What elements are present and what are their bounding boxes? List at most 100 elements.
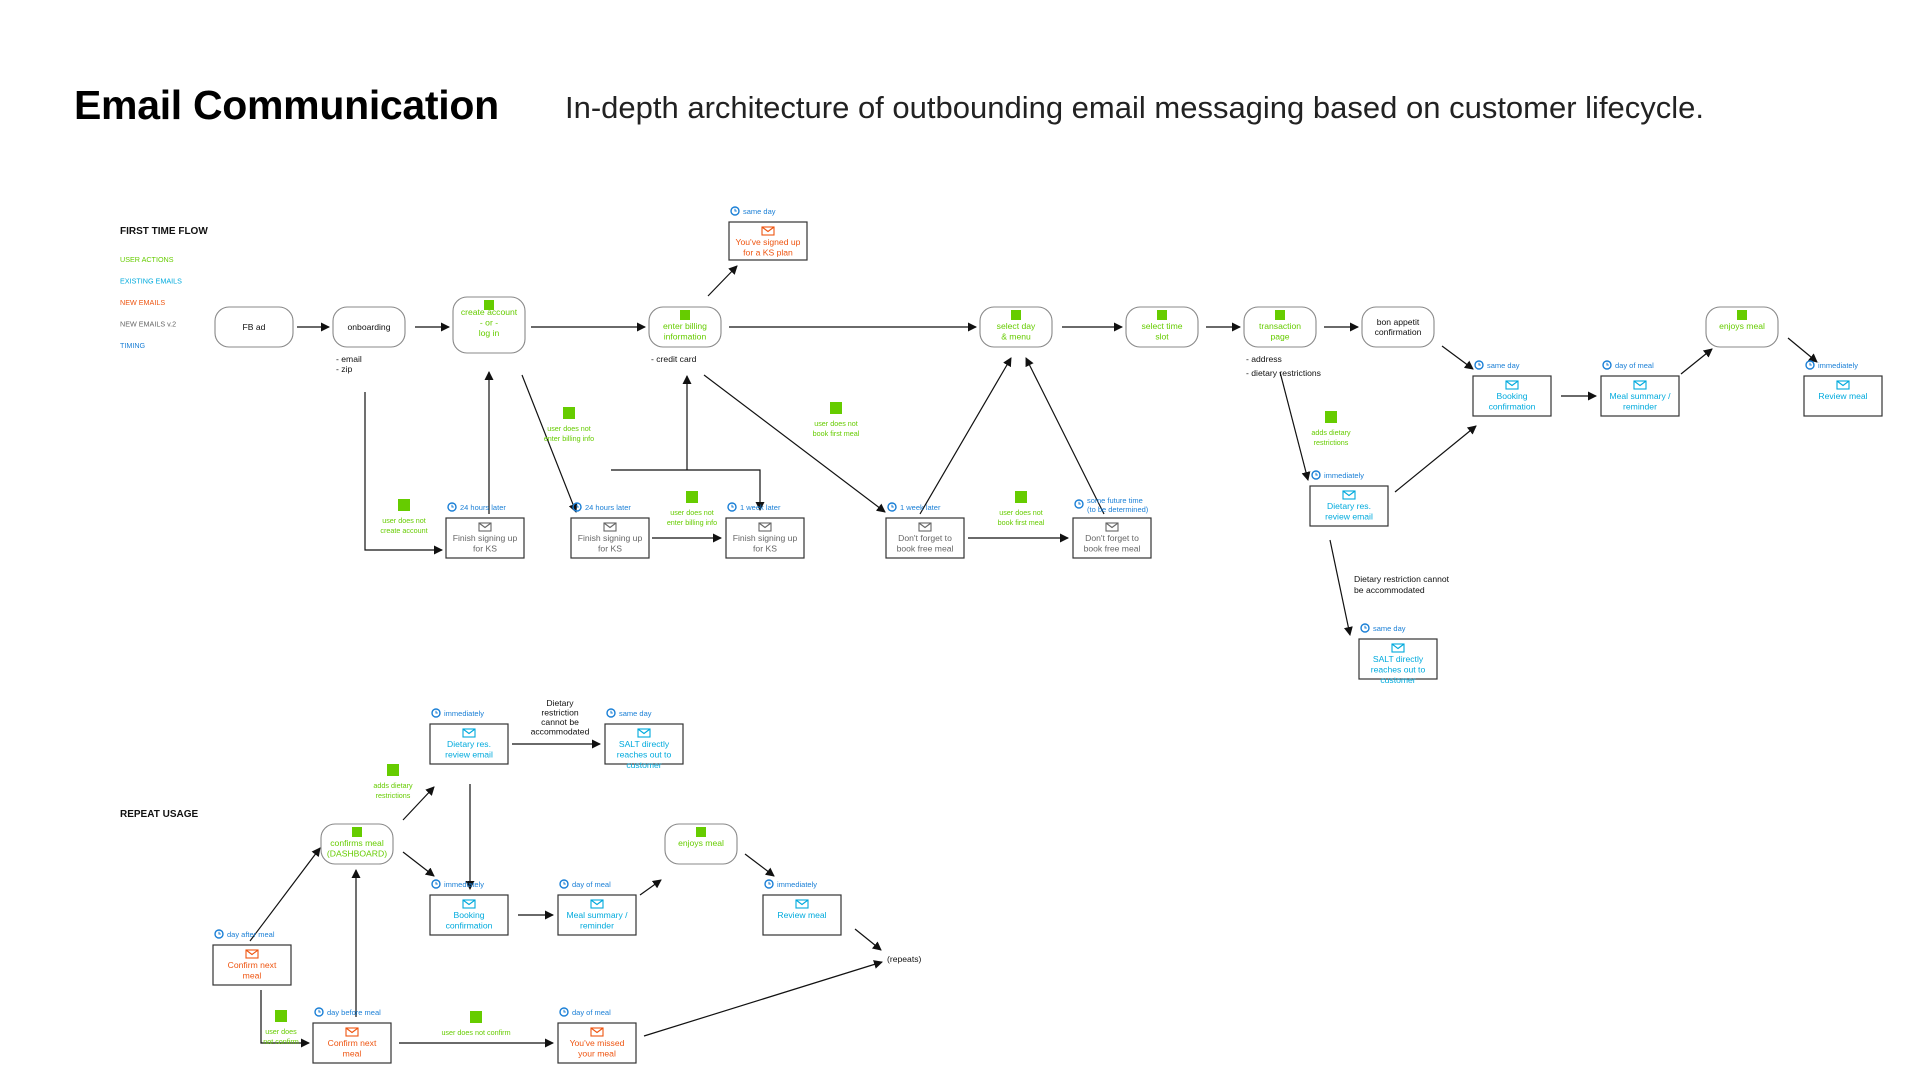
nodes-layer: FB ad onboarding create account- or -log i… xyxy=(120,206,1883,1064)
no-confirm-1-condition: user does xyxy=(265,1027,297,1036)
transaction-fields-note: - address xyxy=(1246,354,1282,364)
email-label: reaches out to xyxy=(1371,665,1426,675)
timing-label: day after meal xyxy=(227,930,275,939)
timing-label: same day xyxy=(743,207,776,216)
flow-arrow xyxy=(1329,539,1353,636)
email-box xyxy=(557,894,637,936)
step-shape xyxy=(1361,306,1435,348)
action-marker-icon xyxy=(696,827,706,837)
email-box xyxy=(570,517,650,559)
envelope-icon xyxy=(345,1027,359,1037)
clock-icon xyxy=(214,929,224,939)
review-meal-2-node: Review meal xyxy=(762,894,842,936)
envelope-icon xyxy=(1633,380,1647,390)
action-marker-icon xyxy=(1157,310,1167,320)
no-confirm-2-condition: user does not confirm xyxy=(441,1028,510,1037)
step-label: FB ad xyxy=(243,322,266,332)
email-label: SALT directly xyxy=(619,739,670,749)
adds-dietary-2-condition: restrictions xyxy=(376,791,411,800)
envelope-icon xyxy=(1505,380,1519,390)
diet-cannot-2-note: cannot be xyxy=(541,717,579,727)
step-label: enjoys meal xyxy=(1719,321,1765,331)
email-box xyxy=(1600,375,1680,417)
email-label: confirmation xyxy=(446,921,493,931)
no-book-2-condition: user does not xyxy=(999,508,1043,517)
step-label: information xyxy=(664,332,707,342)
flow-arrow xyxy=(643,960,883,1037)
email-box xyxy=(1309,485,1389,527)
email-label: for KS xyxy=(473,544,497,554)
flow-arrow xyxy=(364,392,443,555)
email-label: for KS xyxy=(753,544,777,554)
email-label: Don't forget to xyxy=(898,533,952,543)
flow-arrow xyxy=(249,847,321,942)
flow-arrow xyxy=(744,853,775,877)
email-label: review email xyxy=(1325,512,1373,522)
clock-icon xyxy=(1474,360,1484,370)
email-label: your meal xyxy=(578,1049,616,1059)
envelope-icon xyxy=(1105,522,1119,532)
onboarding-node: onboarding xyxy=(332,306,406,348)
step-shape xyxy=(214,306,294,348)
email-box xyxy=(604,723,684,765)
action-marker-icon xyxy=(398,499,410,511)
adds-dietary-1-condition: restrictions xyxy=(1314,438,1349,447)
email-box xyxy=(725,517,805,559)
clock-icon xyxy=(727,502,737,512)
email-label: You've signed up xyxy=(736,237,801,247)
email-label: Finish signing up xyxy=(733,533,798,543)
envelope-icon xyxy=(245,949,259,959)
no-create-condition: user does not xyxy=(382,516,426,525)
email-label: meal xyxy=(243,971,262,981)
create-account-node: create account- or -log in xyxy=(452,296,526,354)
transaction-fields-note: - dietary restrictions xyxy=(1246,368,1321,378)
diet-cannot-2-note: accommodated xyxy=(531,727,590,737)
flow-arrow xyxy=(639,879,662,896)
flow-arrow xyxy=(402,851,435,877)
email-box xyxy=(557,1022,637,1064)
email-label: Dietary res. xyxy=(447,739,491,749)
action-marker-icon xyxy=(1275,310,1285,320)
legend-item: USER ACTIONS xyxy=(120,255,174,264)
step-label: log in xyxy=(479,328,500,338)
clock-icon xyxy=(1074,499,1084,509)
dietary-2-node: Dietary res.review email xyxy=(429,723,509,765)
email-label: book free meal xyxy=(897,544,954,554)
step-label: & menu xyxy=(1001,332,1031,342)
diet-cannot-2-note: Dietary xyxy=(546,698,574,708)
envelope-icon xyxy=(478,522,492,532)
clock-icon xyxy=(887,502,897,512)
clock-icon xyxy=(572,502,582,512)
step-shape xyxy=(1243,306,1317,348)
no-billing-2-condition: user does not xyxy=(670,508,714,517)
flow-arrow xyxy=(703,374,886,513)
timing-label: day before meal xyxy=(327,1008,381,1017)
envelope-icon xyxy=(918,522,932,532)
envelope-icon xyxy=(590,899,604,909)
timing-label: day of meal xyxy=(572,880,611,889)
email-label: Confirm next xyxy=(228,960,277,970)
envelope-icon xyxy=(1836,380,1850,390)
diet-cannot-1-note: Dietary restriction cannot xyxy=(1354,574,1450,584)
flow-arrow xyxy=(707,265,738,297)
clock-icon xyxy=(431,879,441,889)
enjoys-meal-2-node: enjoys meal xyxy=(664,823,738,865)
no-book-1-condition: book first meal xyxy=(813,429,860,438)
clock-icon xyxy=(764,879,774,889)
select-day-node: select day& menu xyxy=(979,306,1053,348)
envelope-icon xyxy=(603,522,617,532)
step-label: transaction xyxy=(1259,321,1301,331)
step-shape xyxy=(1705,306,1779,348)
timing-label: 1 week later xyxy=(740,503,781,512)
step-label: onboarding xyxy=(347,322,390,332)
envelope-icon xyxy=(462,728,476,738)
timing-label: day of meal xyxy=(572,1008,611,1017)
action-marker-icon xyxy=(484,300,494,310)
timing-label: immediately xyxy=(444,709,484,718)
email-label: Don't forget to xyxy=(1085,533,1139,543)
envelope-icon xyxy=(758,522,772,532)
timing-label: 24 hours later xyxy=(460,503,506,512)
